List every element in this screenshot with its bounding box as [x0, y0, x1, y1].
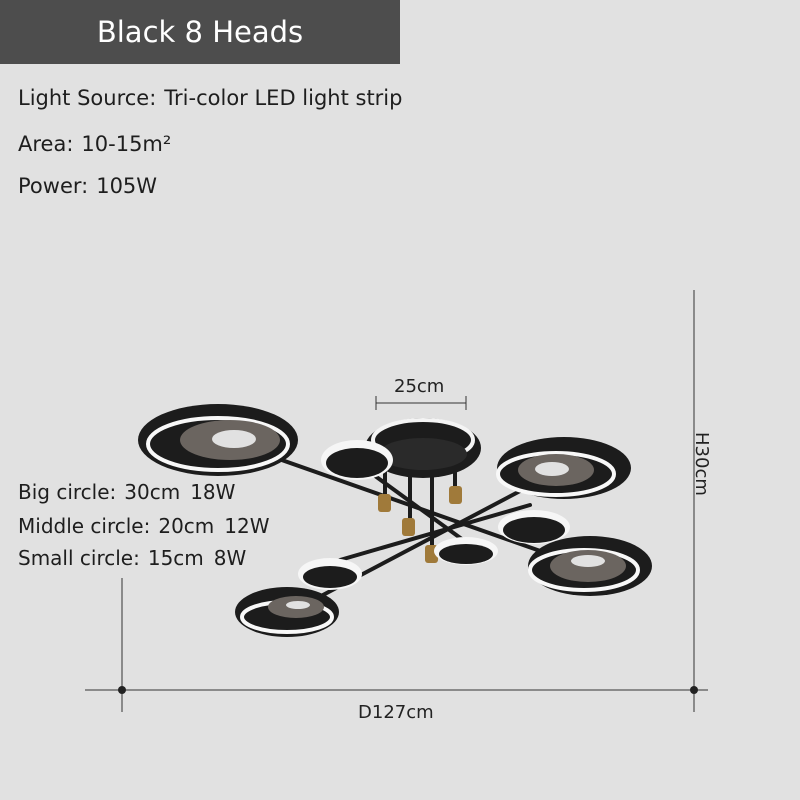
- small-disc: [434, 537, 498, 565]
- spec-value: 10-15m²: [81, 132, 172, 156]
- dimension-dot-left: [118, 686, 126, 694]
- big-ring: [496, 437, 631, 499]
- arm: [338, 503, 532, 562]
- arm: [223, 438, 582, 567]
- circle-label: Big circle:: [18, 480, 117, 504]
- circle-label: Middle circle:: [18, 514, 151, 538]
- arm: [283, 468, 562, 617]
- product-title-banner: Black 8 Heads: [0, 0, 400, 64]
- spec-label: Power:: [18, 174, 89, 198]
- circle-size: 15cm: [147, 546, 204, 570]
- big-ring: [528, 536, 652, 596]
- dimension-lines: [85, 290, 708, 712]
- middle-circle-spec: Middle circle: 20cm 12W: [18, 514, 270, 538]
- spec-value: Tri-color LED light strip: [164, 86, 403, 110]
- ceiling-canopy: [365, 418, 481, 478]
- big-ring: [235, 587, 339, 637]
- canopy-width-label: 25cm: [394, 376, 445, 397]
- spec-power: Power: 105W: [18, 174, 157, 198]
- spec-label: Light Source:: [18, 86, 157, 110]
- circle-size: 30cm: [124, 480, 181, 504]
- spec-label: Area:: [18, 132, 74, 156]
- arm: [358, 463, 472, 547]
- product-title: Black 8 Heads: [96, 15, 304, 49]
- height-label: H30cm: [691, 432, 712, 496]
- small-disc: [321, 440, 393, 480]
- spec-value: 105W: [96, 174, 158, 198]
- brass-joint: [378, 494, 391, 512]
- circle-power: 12W: [224, 514, 270, 538]
- small-disc: [498, 510, 570, 544]
- circle-power: 18W: [190, 480, 236, 504]
- brass-joint: [449, 486, 462, 504]
- spec-area: Area: 10-15m²: [18, 132, 171, 156]
- small-circle-spec: Small circle: 15cm 8W: [18, 546, 246, 570]
- circle-size: 20cm: [158, 514, 215, 538]
- spec-light-source: Light Source: Tri-color LED light strip: [18, 86, 402, 110]
- small-disc: [298, 558, 362, 590]
- dimension-dot-right: [690, 686, 698, 694]
- circle-label: Small circle:: [18, 546, 140, 570]
- circle-power: 8W: [213, 546, 247, 570]
- big-ring: [138, 404, 298, 476]
- diameter-label: D127cm: [358, 702, 434, 723]
- big-circle-spec: Big circle: 30cm 18W: [18, 480, 235, 504]
- brass-joint: [402, 518, 415, 536]
